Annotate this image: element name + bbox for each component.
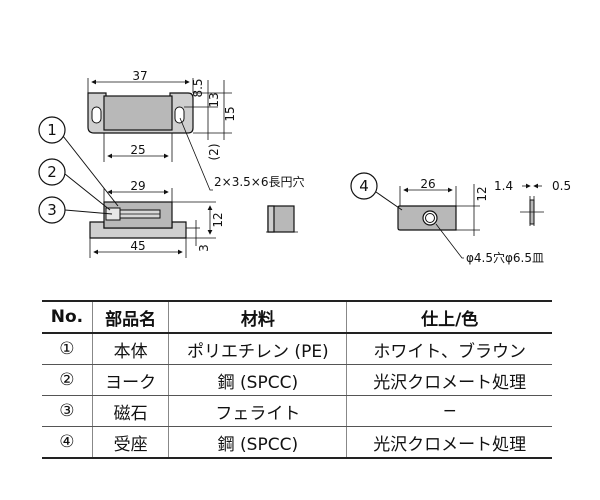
cell-name: ヨーク [91, 364, 169, 396]
dim-13: 13 [207, 92, 221, 107]
dim-29: 29 [130, 179, 145, 193]
dim-25: 25 [130, 143, 145, 157]
strike-plate-view: 26 12 φ4.5穴φ6.5皿 1.4 0.5 [397, 177, 571, 265]
cell-name: 磁石 [91, 395, 169, 427]
cell-no: ① [42, 333, 93, 365]
cell-material: 鋼 (SPCC) [168, 364, 347, 396]
dim-45: 45 [130, 239, 145, 253]
dim-26: 26 [420, 177, 435, 191]
end-view [266, 205, 298, 233]
svg-text:3: 3 [47, 201, 57, 219]
header-part-name: 部品名 [91, 300, 169, 334]
callout-1: 1 [38, 116, 119, 207]
cell-name: 本体 [91, 333, 169, 365]
cell-material: フェライト [168, 395, 347, 427]
dim-8-5: 8.5 [191, 78, 205, 97]
table-row: ④ 受座 鋼 (SPCC) 光沢クロメート処理 [42, 426, 552, 459]
side-view: 29 45 12 3 [89, 179, 225, 258]
header-finish: 仕上/色 [346, 300, 552, 334]
dim-12b: 12 [475, 186, 489, 201]
dim-3: 3 [197, 244, 211, 252]
svg-text:2: 2 [47, 163, 57, 181]
dim-37: 37 [132, 69, 147, 83]
technical-drawing: 37 25 8.5 13 15 (2) 2×3.5×6長円穴 29 [38, 69, 571, 265]
callout-3: 3 [38, 196, 113, 224]
cell-no: ③ [42, 395, 93, 427]
top-view: 37 25 8.5 13 15 (2) 2×3.5×6長円穴 [87, 69, 304, 191]
svg-text:1: 1 [47, 121, 57, 139]
table-row: ① 本体 ポリエチレン (PE) ホワイト、ブラウン [42, 333, 552, 365]
cell-name: 受座 [91, 426, 169, 459]
dim-0-5: 0.5 [552, 179, 571, 193]
hole-note: φ4.5穴φ6.5皿 [466, 250, 544, 265]
header-no: No. [42, 300, 93, 334]
dim-1-4: 1.4 [494, 179, 513, 193]
svg-text:4: 4 [359, 177, 369, 195]
callout-2: 2 [38, 158, 111, 211]
slot-hole-left [91, 106, 102, 124]
dim-12a: 12 [211, 212, 225, 227]
cell-no: ② [42, 364, 93, 396]
callout-4: 4 [350, 172, 403, 211]
cell-finish: − [346, 395, 552, 427]
cell-finish: ホワイト、ブラウン [346, 333, 552, 365]
table-row: ③ 磁石 フェライト − [42, 395, 552, 427]
table-row: ② ヨーク 鋼 (SPCC) 光沢クロメート処理 [42, 364, 552, 396]
dim-2-paren: (2) [207, 144, 221, 161]
slot-note: 2×3.5×6長円穴 [214, 174, 304, 189]
cell-finish: 光沢クロメート処理 [346, 364, 552, 396]
slot-hole-right [174, 106, 185, 124]
parts-table: No. 部品名 材料 仕上/色 ① 本体 ポリエチレン (PE) ホワイト、ブラ… [42, 300, 552, 459]
cell-material: ポリエチレン (PE) [168, 333, 347, 365]
dim-15: 15 [223, 106, 237, 121]
header-material: 材料 [168, 300, 347, 334]
cell-finish: 光沢クロメート処理 [346, 426, 552, 459]
table-header-row: No. 部品名 材料 仕上/色 [42, 300, 552, 334]
cell-material: 鋼 (SPCC) [168, 426, 347, 459]
cell-no: ④ [42, 426, 93, 459]
